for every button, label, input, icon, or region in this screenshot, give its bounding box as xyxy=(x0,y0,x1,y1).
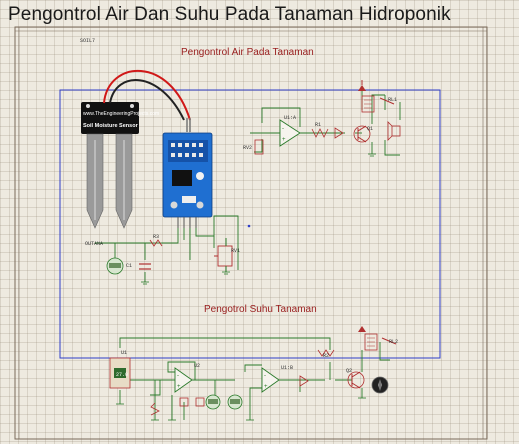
voltmeter-lower-1 xyxy=(205,394,221,410)
label-r1: R1 xyxy=(315,122,322,128)
label-q1: Q1 xyxy=(367,126,374,132)
svg-text:-: - xyxy=(264,373,266,379)
ground-lower xyxy=(116,397,366,421)
ground-upper xyxy=(141,153,376,285)
opamp-upper: - + xyxy=(279,119,301,147)
label-r3: R3 xyxy=(153,234,160,240)
label-u1: U1 xyxy=(121,350,128,356)
label-rv2: RV2 xyxy=(243,145,253,151)
label-u2: U2 xyxy=(194,363,201,369)
temp-sensor: 27.0 xyxy=(109,357,131,389)
soil-moisture-sensor xyxy=(81,102,139,229)
blue-frame xyxy=(59,89,441,359)
svg-text:+: + xyxy=(264,384,268,390)
label-c1: C1 xyxy=(126,263,133,269)
section-title-temperature: Pengotrol Suhu Tanaman xyxy=(204,304,317,315)
fan-icon xyxy=(371,376,389,394)
label-u1a: U1:A xyxy=(284,115,297,121)
voltmeter-lower-2 xyxy=(227,394,243,410)
label-q2: Q2 xyxy=(346,368,353,374)
svg-text:-: - xyxy=(282,126,284,132)
relay-rl1 xyxy=(361,95,395,113)
sensor-module xyxy=(162,132,213,228)
label-rv1: RV1 xyxy=(231,248,241,254)
label-u1b: U1:B xyxy=(281,365,294,371)
transistor-q2 xyxy=(347,371,365,389)
label-r2: R2 xyxy=(323,353,330,359)
label-out: OUTANA xyxy=(85,241,104,247)
opamp-lower-a: - + xyxy=(174,367,193,393)
sheet-border xyxy=(14,26,488,440)
label-soil: SOIL7 xyxy=(80,38,96,44)
section-title-water: Pengontrol Air Pada Tanaman xyxy=(181,47,314,58)
label-rl1: RL1 xyxy=(388,97,398,103)
capacitor-c1 xyxy=(139,263,151,270)
label-rl2: RL2 xyxy=(389,339,399,345)
sensor-name: Soil Moisture Sensor xyxy=(83,123,138,129)
svg-text:+: + xyxy=(177,384,181,390)
svg-text:27.0: 27.0 xyxy=(116,372,128,378)
transistor-q1 xyxy=(353,125,371,143)
svg-text:-: - xyxy=(177,373,179,379)
voltmeter-upper xyxy=(106,257,124,275)
upper-wiring xyxy=(95,90,401,282)
opamp-lower-b: - + xyxy=(261,367,280,393)
lower-wiring xyxy=(119,337,390,420)
motor-upper xyxy=(387,121,401,141)
potentiometer-rv1 xyxy=(214,238,233,272)
sensor-url: www.TheEngineeringProjects.com xyxy=(83,111,160,117)
svg-text:+: + xyxy=(282,137,286,143)
relay-rl2 xyxy=(364,333,397,351)
page-title: Pengontrol Air Dan Suhu Pada Tanaman Hid… xyxy=(8,4,451,25)
